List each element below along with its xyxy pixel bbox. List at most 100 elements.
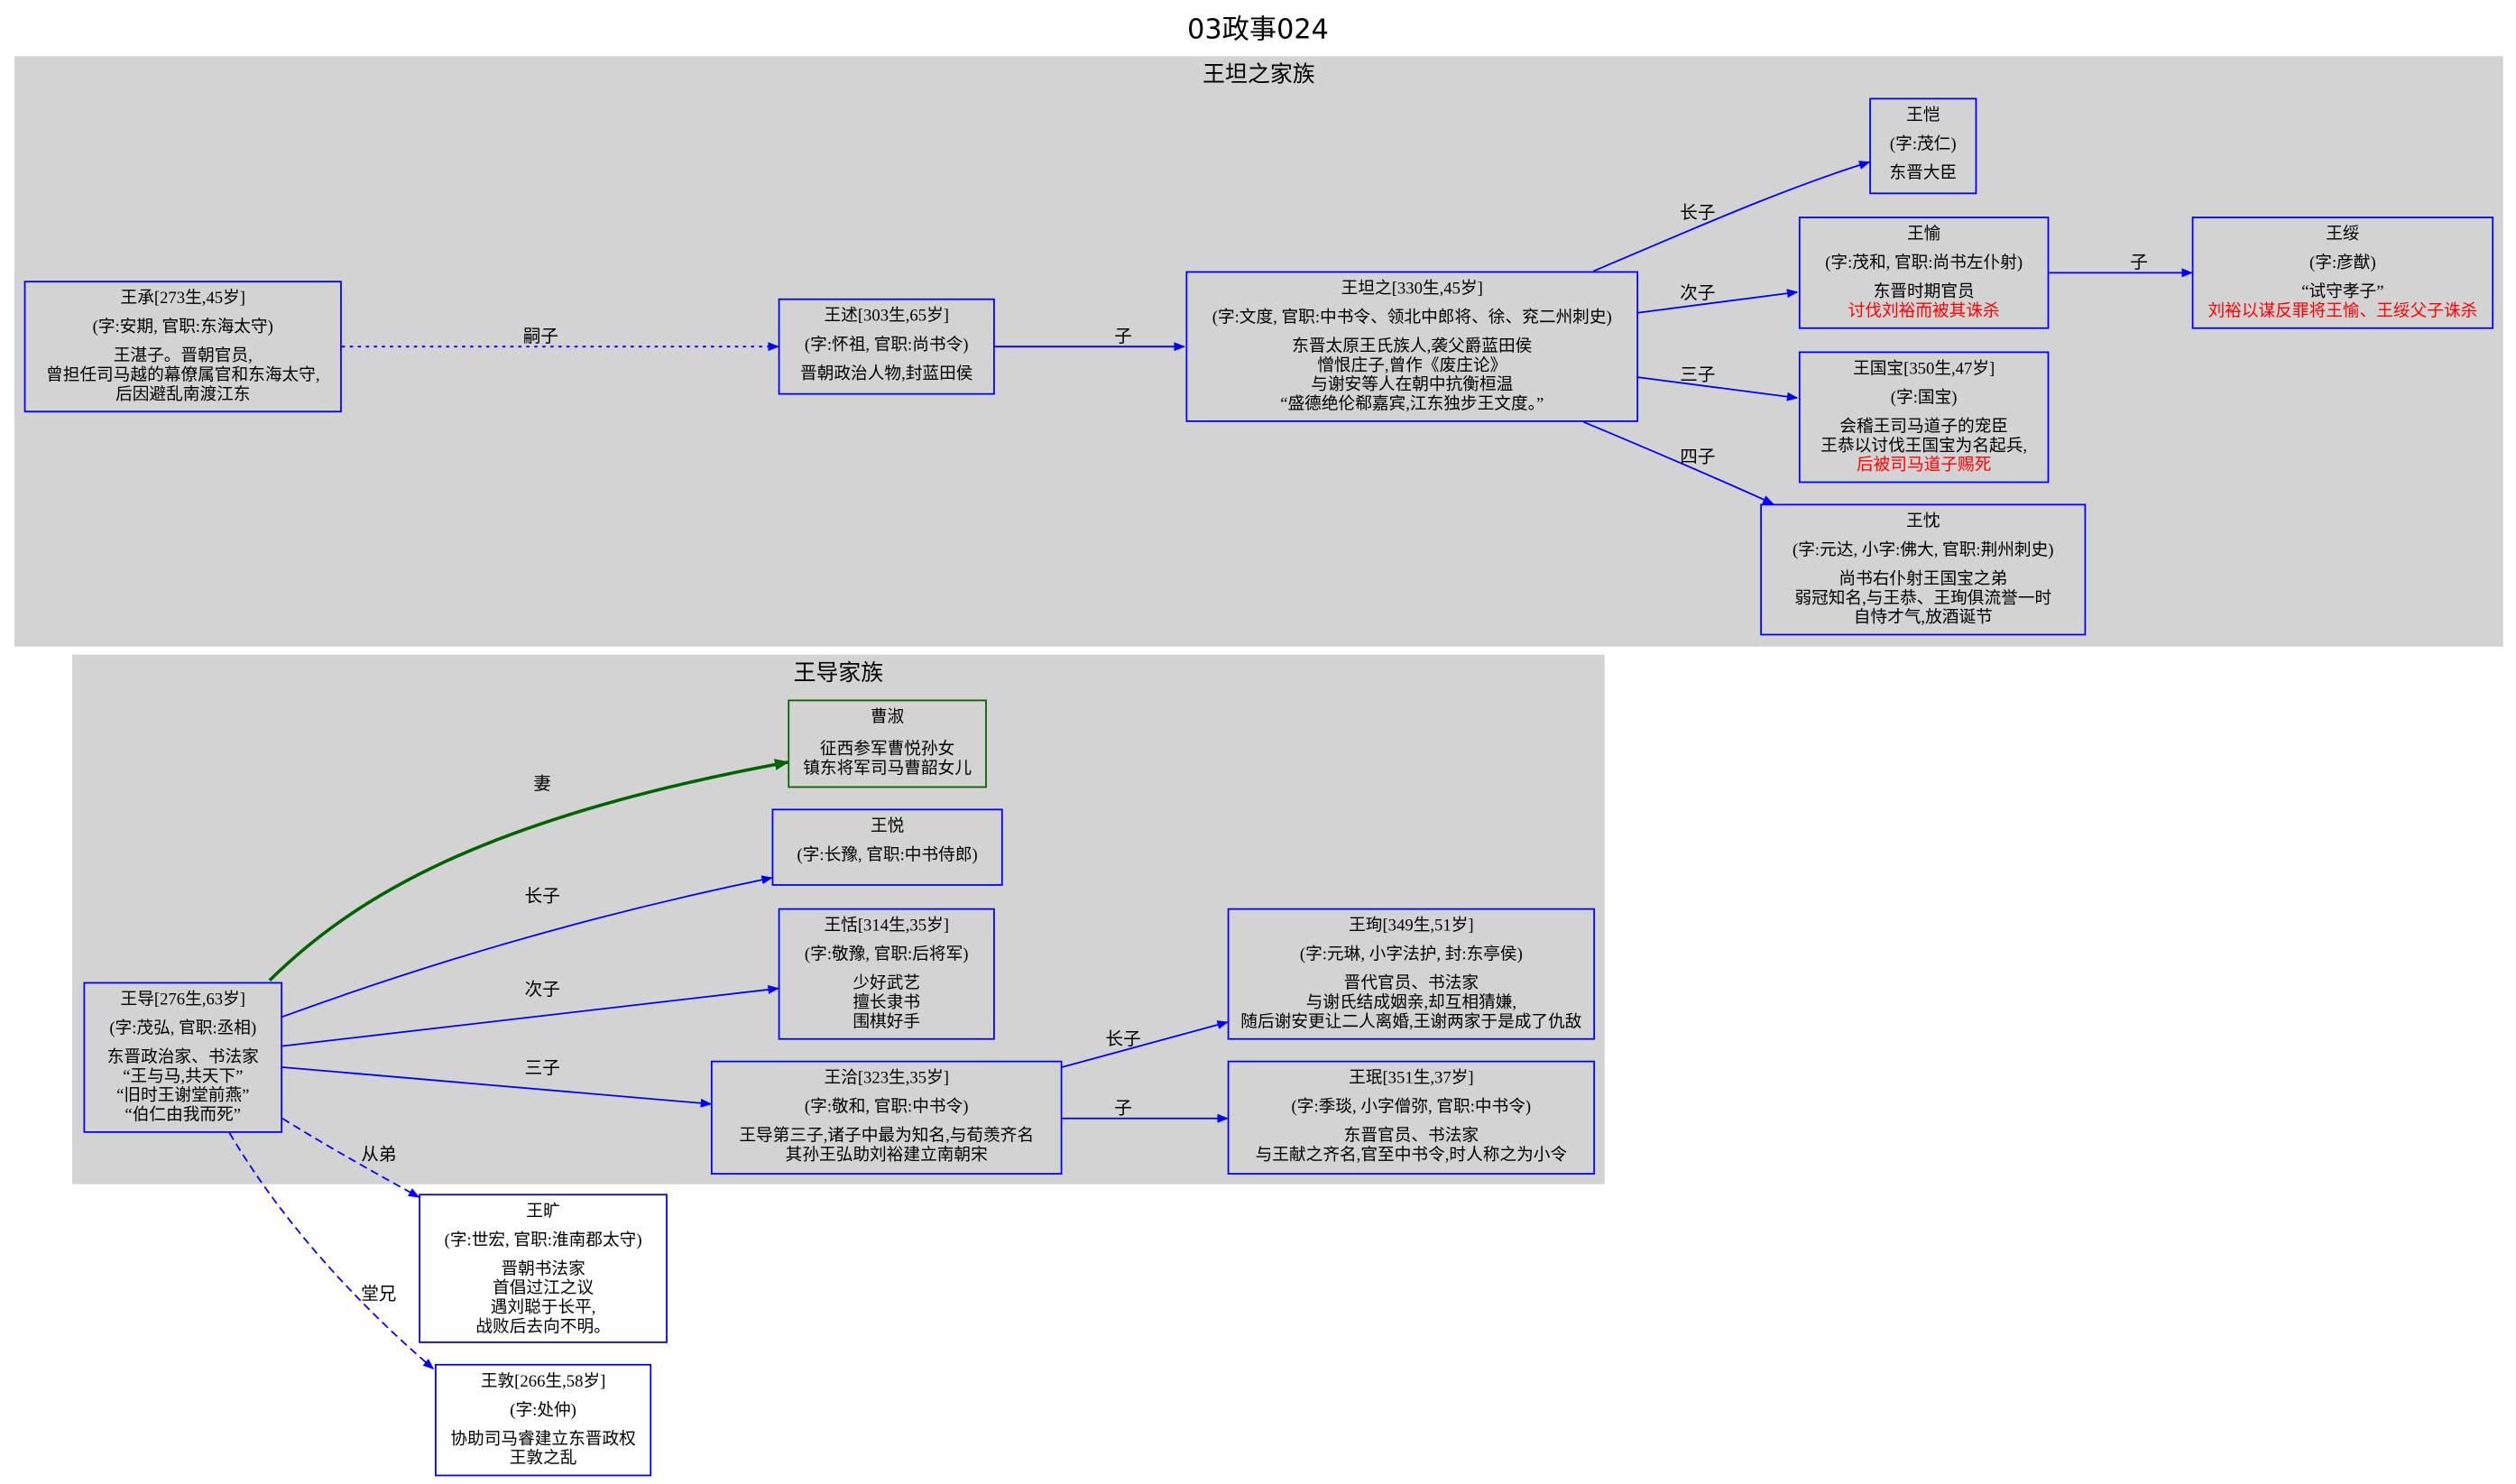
node-title: 王述[303生,65岁] [824, 308, 949, 327]
edge-label-wangdao-wangdun: 堂兄 [361, 1285, 396, 1304]
edge-label-wangdao-wangqia: 三子 [525, 1059, 560, 1078]
node-title: 王愉 [1906, 226, 1941, 244]
node-title: 王忱 [1906, 513, 1940, 531]
edge-wangdao-wangkuang [281, 1117, 420, 1198]
node-title: 王敦[266生,58岁] [480, 1373, 606, 1392]
node-wangdun[interactable]: 王敦[266生,58岁] (字:处仲) 协助司马睿建立东晋政权 王敦之乱 [435, 1363, 652, 1477]
edge-wangqia-wangxun [1062, 1020, 1229, 1068]
node-subtitle: (字:茂仁) [1889, 136, 1957, 154]
edge-wangtanzhi-wangchen [1583, 420, 1774, 505]
node-description: 协助司马睿建立东晋政权 王敦之乱 [450, 1431, 636, 1469]
edge-wangtanzhi-wangyu [1636, 289, 1799, 314]
node-description: 东晋时期官员 [1873, 283, 1975, 302]
node-description: 晋朝书法家 首倡过江之议 遇刘聪于长平, 战败后去向不明。 [475, 1261, 611, 1337]
node-title: 王承[273生,45岁] [120, 290, 246, 309]
edge-wangdao-wangqia [281, 1065, 713, 1108]
node-wangkuang[interactable]: 王旷 (字:世宏, 官职:淮南郡太守) 晋朝书法家 首倡过江之议 遇刘聪于长平,… [419, 1194, 668, 1343]
node-title: 王恺 [1906, 107, 1940, 125]
node-subtitle: (字:元琳, 小字法护, 封:东亭侯) [1299, 946, 1523, 964]
node-wangmin[interactable]: 王珉[351生,37岁] (字:季琰, 小字僧弥, 官职:中书令) 东晋官员、书… [1227, 1060, 1596, 1175]
node-title: 曹淑 [870, 709, 905, 727]
node-title: 王坦之[330生,45岁] [1341, 281, 1483, 299]
edge-label-wangdao-wangkuang: 从弟 [361, 1145, 396, 1165]
edge-label-wangdao-caoshu: 妻 [533, 774, 551, 794]
node-wangshu[interactable]: 王述[303生,65岁] (字:怀祖, 官职:尚书令) 晋朝政治人物,封蓝田侯 [778, 298, 995, 395]
edge-wangtanzhi-wangguobao [1636, 376, 1799, 401]
node-title: 王珉[351生,37岁] [1349, 1070, 1474, 1088]
node-wangcheng[interactable]: 王承[273生,45岁] (字:安期, 官职:东海太守) 王湛子。晋朝官员, 曾… [23, 281, 342, 413]
node-description: 晋代官员、书法家 与谢氏结成姻亲,却互相猜嫌, 随后谢安更让二人离婚,王谢两家于… [1240, 975, 1582, 1032]
edge-label-wangcheng-wangshu: 嗣子 [523, 327, 558, 346]
edge-label-wangtanzhi-wangyu: 次子 [1680, 283, 1715, 303]
node-subtitle: (字:安期, 官职:东海太守) [92, 318, 273, 337]
node-title: 王悦 [870, 818, 905, 836]
cluster-title: 王导家族 [793, 660, 884, 687]
node-description: 东晋大臣 [1889, 165, 1958, 183]
edge-label-wangyu-wangsui: 子 [2130, 253, 2148, 272]
page-title: 03政事024 [1187, 14, 1329, 47]
cluster-wangdao-family: 王导家族 [72, 654, 1605, 1184]
node-wangyu[interactable]: 王愉 (字:茂和, 官职:尚书左仆射) 东晋时期官员 讨伐刘裕而被其诛杀 [1798, 217, 2050, 329]
node-title: 王恬[314生,35岁] [824, 917, 949, 936]
node-wangchen[interactable]: 王忱 (字:元达, 小字:佛大, 官职:荆州刺史) 尚书右仆射王国宝之弟 弱冠知… [1760, 503, 2087, 636]
edge-label-wangtanzhi-wangkai: 长子 [1680, 203, 1715, 223]
edge-label-wangdao-wangtian: 次子 [525, 980, 560, 1000]
node-description-highlight: 刘裕以谋反罪将王愉、王绥父子诛杀 [2207, 303, 2478, 321]
node-description: 尚书右仆射王国宝之弟 弱冠知名,与王恭、王珣俱流誉一时 自恃才气,放酒诞节 [1794, 571, 2052, 628]
node-subtitle: (字:世宏, 官职:淮南郡太守) [444, 1232, 642, 1250]
edge-wangdao-wangtian [281, 985, 779, 1047]
node-title: 王绥 [2326, 226, 2360, 244]
node-description: 会稽王司马道子的宠臣 王恭以讨伐王国宝为名起兵, [1820, 419, 2028, 456]
node-subtitle: (字:茂和, 官职:尚书左仆射) [1825, 254, 2023, 273]
node-subtitle: (字:处仲) [510, 1402, 576, 1421]
edge-label-wangtanzhi-wangguobao: 三子 [1680, 366, 1715, 385]
edge-wangtanzhi-wangkai [1592, 161, 1871, 272]
node-wangguobao[interactable]: 王国宝[350生,47岁] (字:国宝) 会稽王司马道子的宠臣 王恭以讨伐王国宝… [1798, 351, 2050, 484]
node-wangxun[interactable]: 王珣[349生,51岁] (字:元琳, 小字法护, 封:东亭侯) 晋代官员、书法… [1227, 908, 1596, 1040]
edge-wangdao-caoshu [268, 759, 789, 982]
node-description-highlight: 后被司马道子赐死 [1856, 456, 1992, 475]
node-subtitle: (字:长豫, 官职:中书侍郎) [797, 847, 978, 865]
node-caoshu[interactable]: 曹淑 征西参军曹悦孙女 镇东将军司马曹韶女儿 [788, 699, 987, 788]
node-description: 征西参军曹悦孙女 镇东将军司马曹韶女儿 [803, 741, 972, 779]
node-subtitle: (字:怀祖, 官职:尚书令) [804, 336, 969, 355]
edge-label-wangtanzhi-wangchen: 四子 [1680, 447, 1715, 466]
node-wangqia[interactable]: 王洽[323生,35岁] (字:敬和, 官职:中书令) 王导第三子,诸子中最为知… [710, 1060, 1063, 1175]
node-description: 东晋太原王氏族人,袭父爵蓝田侯 憎恨庄子,曾作《废庄论》 与谢安等人在朝中抗衡桓… [1280, 338, 1544, 414]
node-description: 王导第三子,诸子中最为知名,与荀羡齐名 其孙王弘助刘裕建立南朝宋 [739, 1128, 1035, 1166]
node-subtitle: (字:季琰, 小字僧弥, 官职:中书令) [1291, 1099, 1532, 1117]
node-subtitle: (字:敬豫, 官职:后将军) [804, 946, 969, 964]
node-subtitle: (字:文度, 官职:中书令、领北中郎将、徐、兖二州刺史) [1212, 309, 1612, 327]
node-title: 王国宝[350生,47岁] [1853, 361, 1995, 379]
node-wangsui[interactable]: 王绥 (字:彦猷) “试守孝子” 刘裕以谋反罪将王愉、王绥父子诛杀 [2191, 217, 2494, 329]
edge-label-wangshu-wangtanzhi: 子 [1114, 327, 1132, 346]
node-description: 少好武艺 擅长隶书 围棋好手 [852, 975, 921, 1032]
node-description-highlight: 讨伐刘裕而被其诛杀 [1848, 303, 2000, 321]
node-description: 东晋政治家、书法家 “王与马,共天下” “旧时王谢堂前燕” “伯仁由我而死” [106, 1049, 259, 1125]
edge-wangdao-wangyue [280, 875, 773, 1019]
node-title: 王旷 [526, 1203, 560, 1221]
node-description: 东晋官员、书法家 与王献之齐名,官至中书令,时人称之为小令 [1255, 1128, 1568, 1166]
node-wangtian[interactable]: 王恬[314生,35岁] (字:敬豫, 官职:后将军) 少好武艺 擅长隶书 围棋… [778, 908, 995, 1040]
node-description: 王湛子。晋朝官员, 曾担任司马越的幕僚属官和东海太守, 后因避乱南渡江东 [46, 347, 320, 405]
node-subtitle: (字:茂弘, 官职:丞相) [109, 1020, 257, 1038]
cluster-title: 王坦之家族 [1203, 62, 1315, 88]
edge-label-wangqia-wangmin: 子 [1114, 1099, 1132, 1118]
node-subtitle: (字:国宝) [1890, 390, 1958, 408]
node-title: 王洽[323生,35岁] [824, 1070, 949, 1088]
node-subtitle: (字:元达, 小字:佛大, 官职:荆州刺史) [1793, 542, 2054, 560]
node-title: 王珣[349生,51岁] [1349, 917, 1474, 936]
node-subtitle: (字:彦猷) [2309, 254, 2376, 273]
edge-wangdao-wangdun [228, 1132, 435, 1370]
node-wangkai[interactable]: 王恺 (字:茂仁) 东晋大臣 [1869, 97, 1977, 195]
edge-label-wangdao-wangyue: 长子 [525, 887, 560, 907]
node-description: “试守孝子” [2301, 283, 2384, 302]
node-wangyue[interactable]: 王悦 (字:长豫, 官职:中书侍郎) [771, 808, 1003, 886]
node-title: 王导[276生,63岁] [120, 991, 246, 1009]
node-subtitle: (字:敬和, 官职:中书令) [804, 1099, 969, 1117]
node-wangtanzhi[interactable]: 王坦之[330生,45岁] (字:文度, 官职:中书令、领北中郎将、徐、兖二州刺… [1185, 271, 1639, 422]
cluster-wangtanzhi-family: 王坦之家族 [14, 56, 2503, 647]
node-wangdao[interactable]: 王导[276生,63岁] (字:茂弘, 官职:丞相) 东晋政治家、书法家 “王与… [83, 982, 283, 1133]
